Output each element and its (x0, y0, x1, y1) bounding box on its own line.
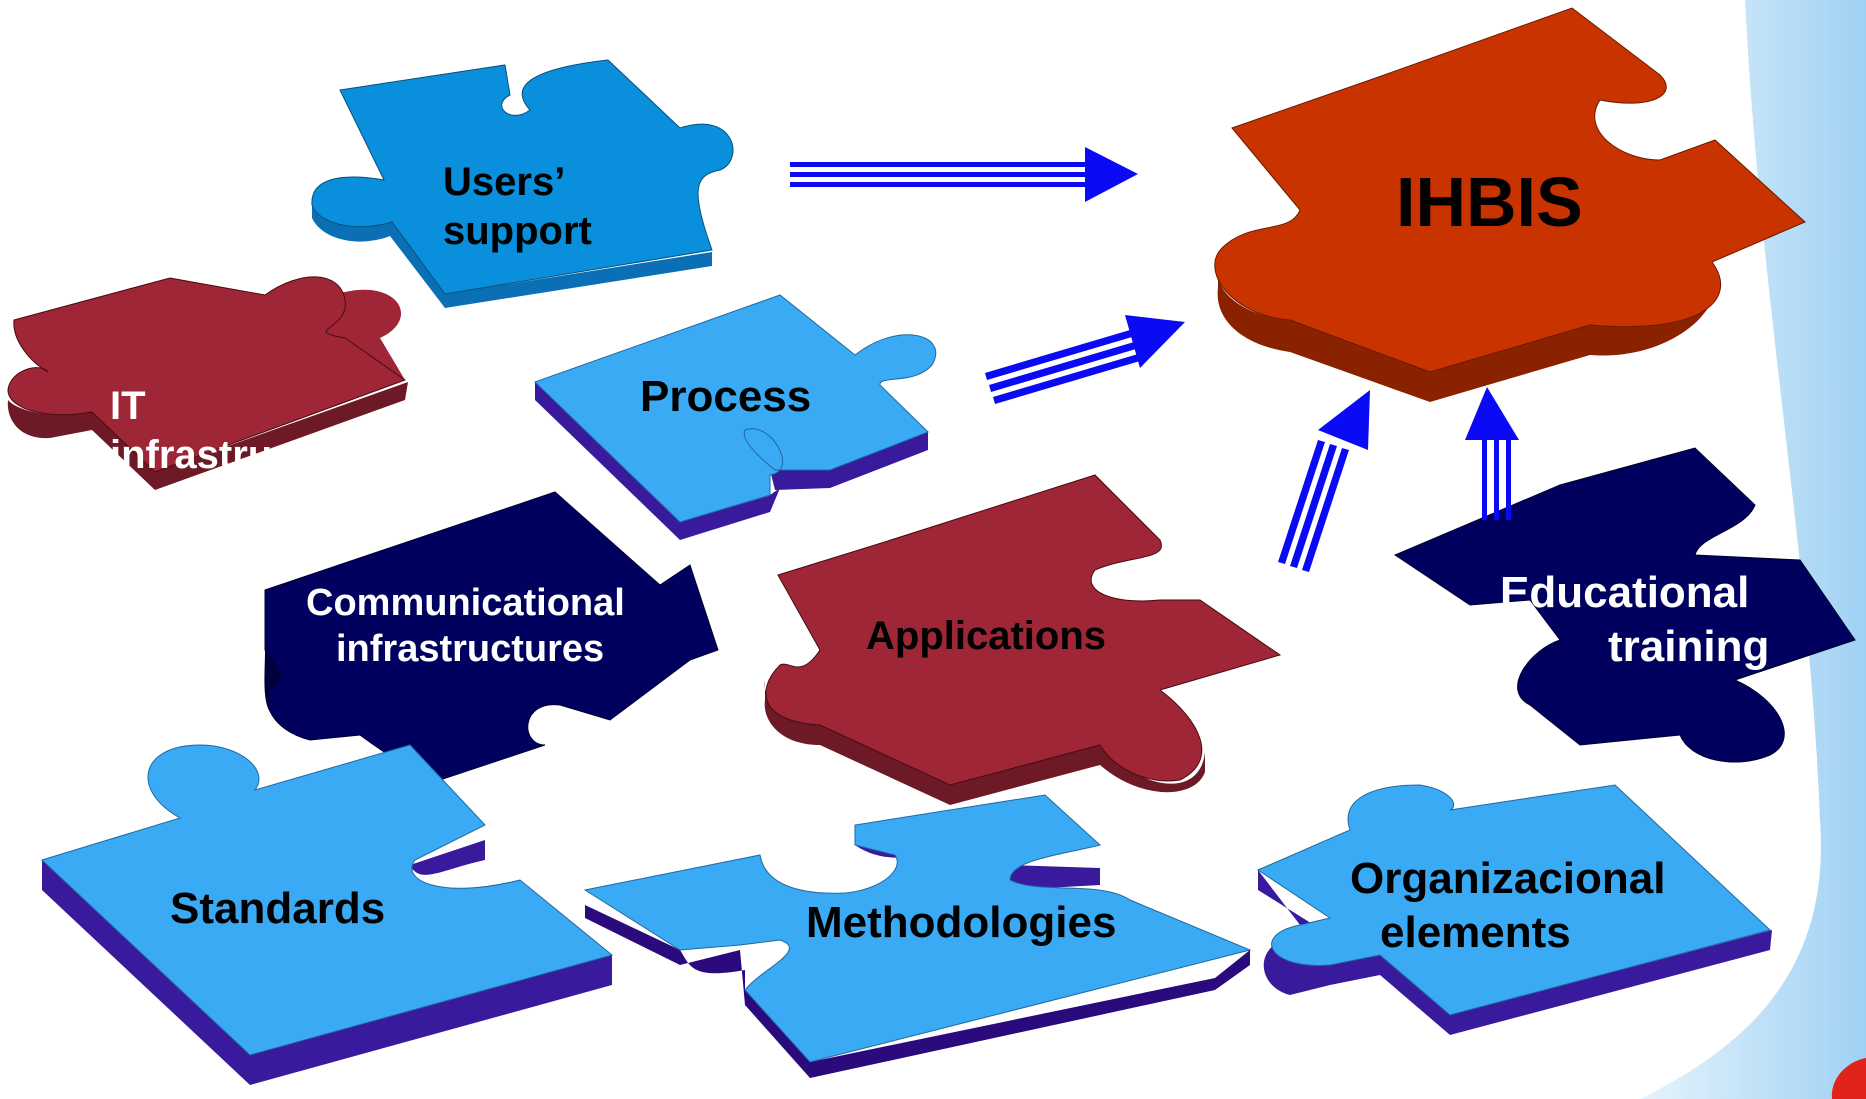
arrow-process-to-ihbis (985, 315, 1185, 404)
methodologies-piece (583, 794, 1252, 1078)
standards-piece (41, 744, 614, 1085)
educational-piece (1393, 447, 1856, 763)
educational-label: Educational training (1500, 566, 1769, 673)
process-label: Process (640, 370, 811, 424)
standards-label: Standards (170, 882, 385, 936)
methodologies-label-text: Methodologies (806, 898, 1117, 947)
applications-piece (764, 474, 1282, 805)
arrow-applications-to-ihbis (1278, 390, 1370, 572)
organizational-label: Organizacional elements (1350, 852, 1665, 959)
users-support-line2: support (443, 208, 592, 253)
it-infrastructure-piece (7, 276, 408, 490)
arrow-users-to-ihbis (790, 147, 1138, 202)
applications-label-text: Applications (866, 614, 1107, 658)
standards-label-text: Standards (170, 884, 386, 933)
process-label-text: Process (640, 372, 812, 421)
organizational-piece (1256, 784, 1772, 1035)
educational-line2: training (1608, 621, 1770, 671)
ihbis-label-text: IHBIS (1396, 163, 1583, 241)
it-infrastructure-label: IT infrastructure (110, 382, 370, 480)
users-support-piece (311, 59, 734, 308)
communicational-line2: infrastructures (336, 628, 605, 671)
corner-logo-icon (1831, 1058, 1866, 1099)
background-swoosh (1640, 0, 1866, 1099)
it-infrastructure-line1: IT (110, 384, 146, 428)
users-support-line1: Users’ (443, 160, 566, 204)
ihbis-label: IHBIS (1396, 160, 1583, 245)
users-support-label: Users’ support (443, 158, 592, 256)
methodologies-label: Methodologies (806, 896, 1116, 950)
communicational-line1: Communicational (306, 582, 625, 624)
ihbis-piece (1214, 7, 1806, 402)
organizational-line2: elements (1380, 907, 1571, 957)
arrow-educational-to-ihbis (1465, 387, 1519, 520)
organizational-line1: Organizacional (1350, 854, 1666, 903)
applications-label: Applications (866, 612, 1106, 661)
educational-line1: Educational (1500, 568, 1750, 617)
communicational-label: Communicational infrastructures (306, 580, 625, 673)
process-piece (534, 294, 937, 540)
it-infrastructure-line2: infrastructure (110, 432, 371, 477)
